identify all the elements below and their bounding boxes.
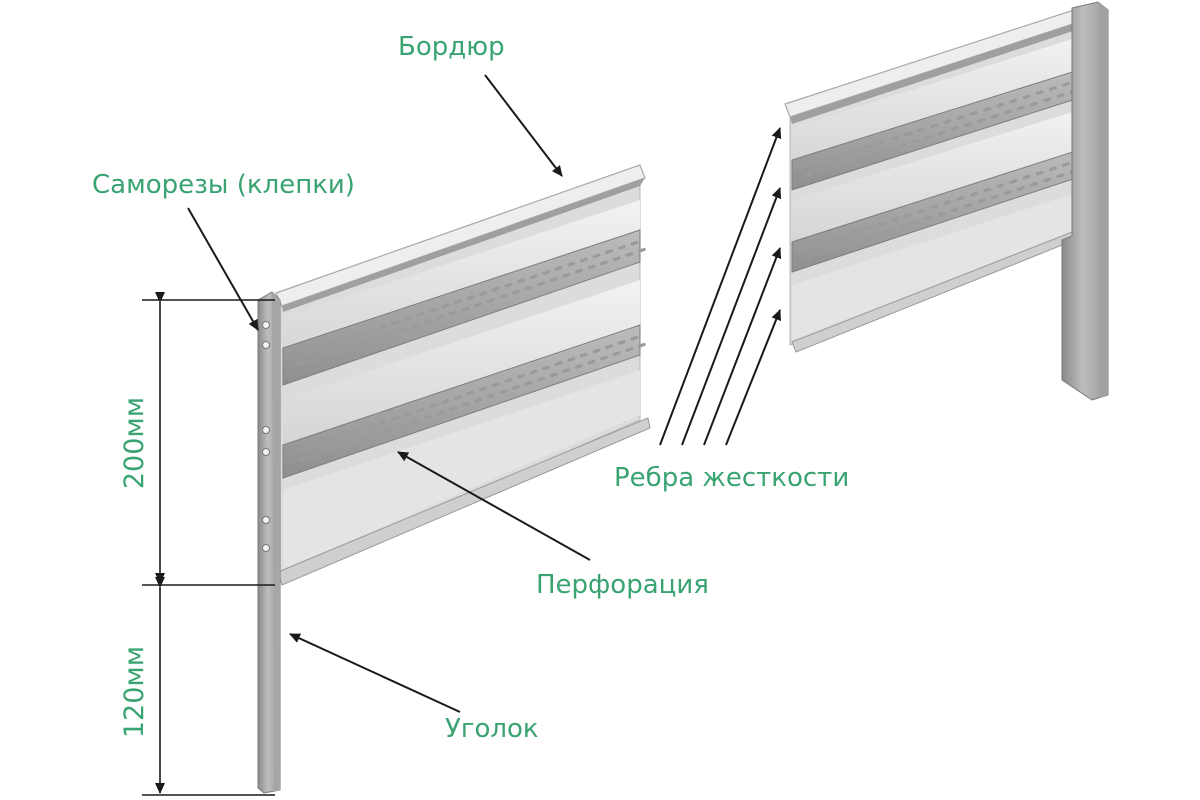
perforation-leader bbox=[397, 451, 591, 561]
label-perforation: Перфорация bbox=[536, 570, 709, 600]
left-perforation-lower bbox=[290, 335, 646, 462]
label-screws: Саморезы (клепки) bbox=[92, 170, 355, 200]
border-leader bbox=[484, 74, 563, 177]
left-bottom-band bbox=[283, 370, 640, 570]
rib-leader-4 bbox=[725, 309, 781, 446]
screws-leader bbox=[187, 207, 259, 331]
leader-arrows bbox=[187, 74, 782, 713]
label-ribs: Ребра жесткости bbox=[614, 463, 849, 493]
label-angle: Уголок bbox=[445, 714, 539, 744]
dimension-120mm: 120мм bbox=[119, 646, 150, 738]
dimension-200mm: 200мм bbox=[119, 397, 150, 489]
left-bottom-lip bbox=[277, 417, 651, 586]
right-angle-post bbox=[1061, 1, 1109, 401]
rib-leader-2 bbox=[681, 187, 782, 446]
left-upper-rib bbox=[282, 229, 641, 386]
rib-leader-3 bbox=[703, 247, 782, 446]
rib-leader-1 bbox=[659, 127, 782, 446]
right-border-section bbox=[784, 1, 1109, 401]
left-border-section bbox=[257, 164, 651, 794]
left-rivets bbox=[262, 321, 270, 552]
label-border: Бордюр bbox=[398, 32, 505, 62]
right-perforation-lower bbox=[798, 157, 1091, 259]
left-lower-rib bbox=[282, 324, 641, 479]
left-perforation-upper bbox=[290, 240, 646, 366]
right-bottom-band bbox=[792, 190, 1085, 340]
angle-leader bbox=[289, 633, 461, 713]
dimension-lines bbox=[142, 292, 275, 796]
